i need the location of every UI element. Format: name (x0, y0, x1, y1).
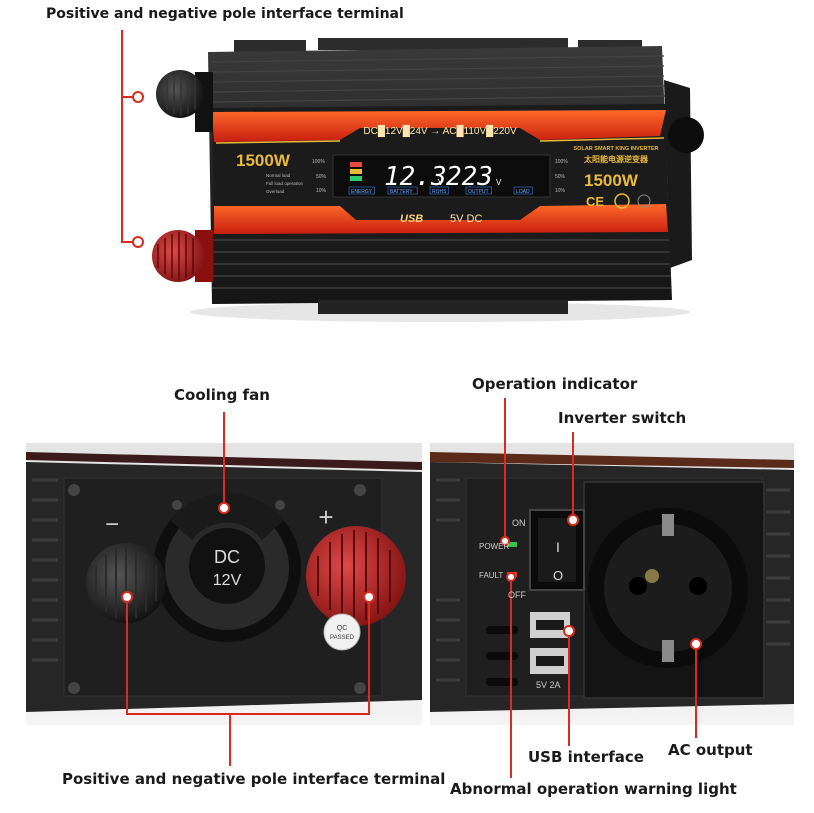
top-panel-text: DC█12V█24V → AC█110V█220V 1500W 1500W No… (236, 124, 658, 225)
switch-on-mark: I (556, 539, 560, 555)
pct-100-left: 100% (312, 159, 325, 165)
usb-spec-top: 5V DC (450, 213, 482, 225)
usb-logo: USB (400, 213, 423, 225)
lcd-ac-value: 223 (446, 162, 493, 192)
usb-spec-side: 5V 2A (536, 680, 561, 690)
lcd-tag-battery: BATTERY (390, 189, 413, 195)
pct-10-right: 10% (555, 188, 566, 194)
lcd-tag-load: LOAD (516, 189, 530, 195)
fan-voltage-label: 12V (213, 572, 242, 589)
pct-10-left: 10% (316, 188, 327, 194)
off-label: OFF (508, 590, 526, 600)
fan-side-photo (26, 412, 422, 766)
voltage-bar-text: DC█12V█24V → AC█110V█220V (363, 124, 517, 138)
power-rating-right: 1500W (584, 171, 639, 190)
lcd-dc-unit: V (438, 178, 444, 187)
lcd-tag-row: ENERGY BATTERY ROHS OUTPUT LOAD (348, 186, 533, 195)
lcd-dc-value: 12.3 (384, 162, 447, 192)
plus-sign: + (318, 502, 333, 532)
label-usb-interface: USB interface (528, 748, 644, 766)
socket-side-photo (430, 398, 794, 778)
lcd-tag-frame (513, 186, 533, 195)
lcd-tag-output: OUTPUT (468, 189, 489, 195)
lcd-tag-frame (348, 186, 375, 195)
pct-50-right: 50% (555, 174, 566, 180)
brand-line-1: SOLAR SMART KING INVERTER (574, 146, 659, 152)
lcd-ac-unit: V (496, 178, 502, 187)
label-warning-light: Abnormal operation warning light (450, 780, 737, 798)
lcd-tag-rohs: ROHS (432, 189, 447, 195)
label-inverter-switch: Inverter switch (558, 409, 687, 427)
qc-line-1: QC (337, 625, 348, 632)
label-bottom-terminal: Positive and negative pole interface ter… (62, 770, 446, 788)
minus-sign: − (105, 511, 119, 538)
fan-side-text: DC 12V − + QC PASSED (105, 502, 355, 641)
load-over-text: Overload (266, 189, 285, 194)
pct-100-right: 100% (555, 159, 568, 165)
load-full-text: Full load operation (266, 181, 304, 186)
power-rating-left: 1500W (236, 151, 291, 170)
brand-line-2: 太阳能电源逆变器 (583, 154, 649, 164)
switch-off-mark: O (553, 568, 563, 583)
lcd-tag-frame (387, 186, 418, 195)
top-inverter (121, 30, 704, 322)
label-top-terminal: Positive and negative pole interface ter… (46, 6, 404, 22)
qc-line-2: PASSED (330, 635, 355, 641)
fault-led-label: FAULT (479, 571, 503, 580)
fan-dc-label: DC (214, 547, 240, 567)
ce-mark: CE (586, 194, 604, 209)
pct-50-left: 50% (316, 174, 327, 180)
lcd-tag-frame (429, 186, 449, 195)
power-led-label: POWER (479, 542, 509, 551)
label-cooling-fan: Cooling fan (174, 386, 270, 404)
label-ac-output: AC output (668, 741, 753, 759)
label-operation-indicator: Operation indicator (472, 375, 638, 393)
lcd-tag-energy: ENERGY (351, 189, 373, 195)
eco-icon (637, 194, 651, 208)
socket-side-text: ON OFF POWER FAULT I O 5V 2A (479, 518, 563, 690)
on-label: ON (512, 518, 526, 528)
lcd-tag-frame (465, 186, 492, 195)
load-normal-text: Normal load (266, 173, 291, 178)
recycle-icon (614, 193, 630, 209)
